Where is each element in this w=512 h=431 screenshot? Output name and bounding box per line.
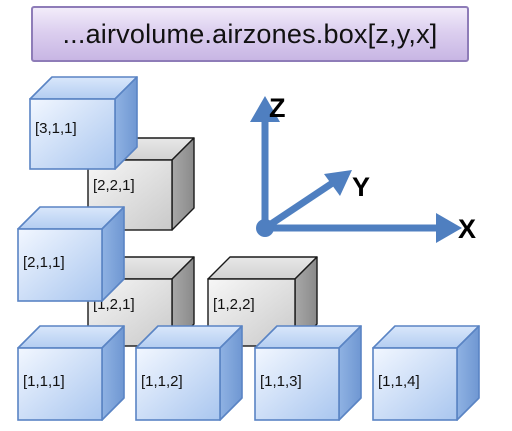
cube-label: [1,1,4] bbox=[378, 373, 420, 390]
cube-label: [2,1,1] bbox=[23, 254, 65, 271]
cube-1-1-4: [1,1,4] bbox=[372, 325, 480, 421]
cube-1-1-2: [1,1,2] bbox=[135, 325, 243, 421]
title-text: ...airvolume.airzones.box[z,y,x] bbox=[62, 18, 438, 49]
z-axis-arrowhead bbox=[250, 96, 280, 122]
y-axis-label: Y bbox=[352, 172, 370, 202]
x-axis-label: X bbox=[458, 214, 476, 244]
cube-front-face bbox=[372, 347, 458, 421]
cube-1-2-2: [1,2,2] bbox=[207, 256, 318, 347]
cube-front-face bbox=[17, 347, 103, 421]
title-box: ...airvolume.airzones.box[z,y,x] bbox=[31, 6, 469, 62]
cube-label: [1,2,2] bbox=[213, 296, 255, 313]
cube-front-face bbox=[17, 228, 103, 302]
z-axis-label: Z bbox=[269, 93, 286, 123]
cube-front-face bbox=[254, 347, 340, 421]
x-axis-arrowhead bbox=[436, 213, 462, 243]
y-axis-line bbox=[261, 176, 341, 232]
axes-origin bbox=[256, 219, 274, 237]
cube-label: [2,2,1] bbox=[93, 177, 135, 194]
cube-label: [1,1,3] bbox=[260, 373, 302, 390]
cube-front-face bbox=[29, 98, 116, 170]
cube-3-1-1: [3,1,1] bbox=[29, 76, 138, 170]
axes-group: Z Y X bbox=[250, 93, 476, 244]
cube-label: [3,1,1] bbox=[35, 120, 77, 137]
cube-label: [1,1,2] bbox=[141, 373, 183, 390]
cube-1-1-1: [1,1,1] bbox=[17, 325, 125, 421]
cube-label: [1,1,1] bbox=[23, 373, 65, 390]
cube-front-face bbox=[135, 347, 221, 421]
y-axis-arrowhead bbox=[324, 170, 352, 196]
cube-2-1-1: [2,1,1] bbox=[17, 206, 125, 302]
cube-1-1-3: [1,1,3] bbox=[254, 325, 362, 421]
